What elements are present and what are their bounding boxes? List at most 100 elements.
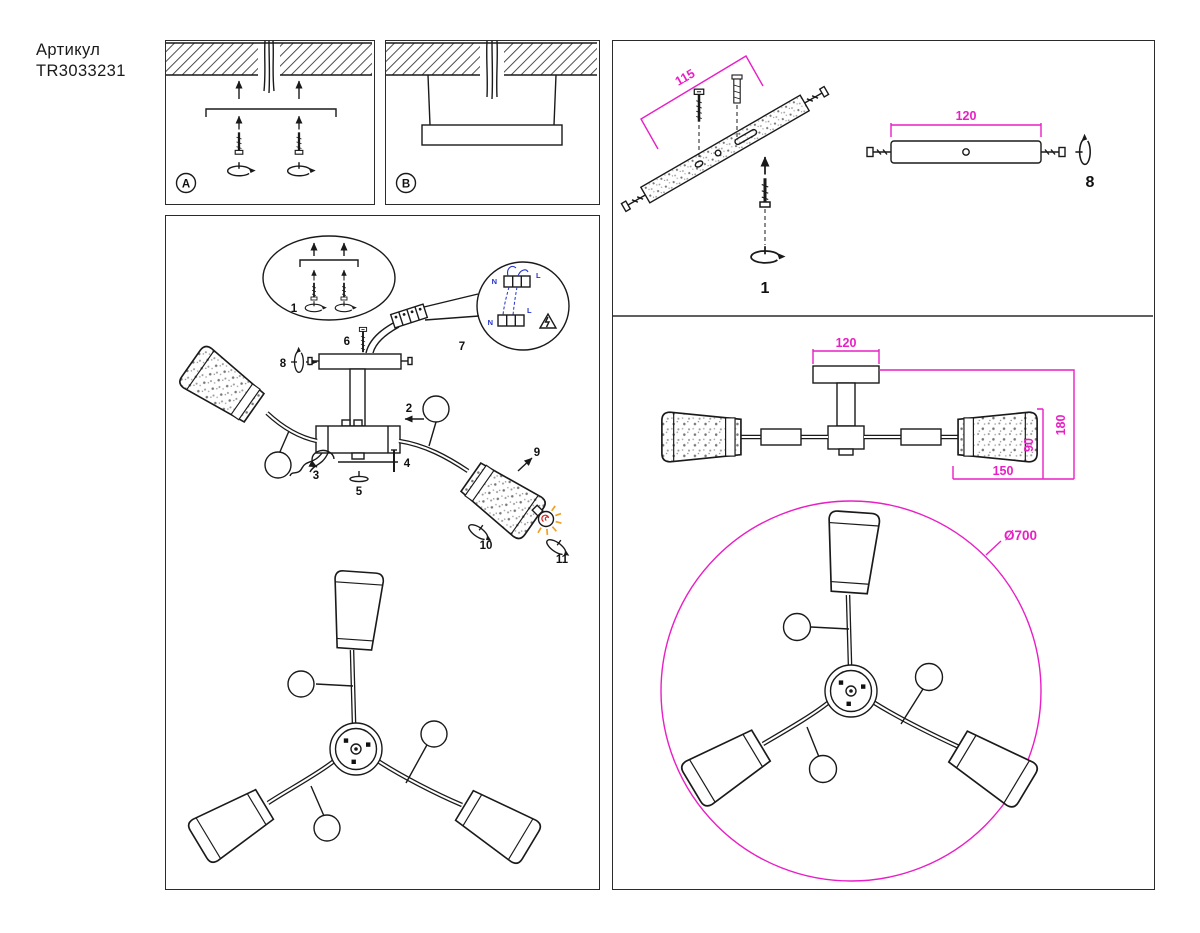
bracket-detail: 1 115 — [620, 55, 830, 297]
rotate-icon — [226, 161, 257, 177]
lampshade-outline — [823, 509, 881, 596]
diameter-leader — [985, 540, 1002, 556]
mounting-plate — [421, 124, 563, 146]
article-number: TR3033231 — [36, 62, 126, 81]
terminal-block — [389, 303, 429, 329]
step-label-10: 10 — [480, 540, 493, 552]
assembled-bottom-view — [185, 569, 544, 867]
step-label-6: 6 — [344, 336, 350, 348]
dim-120-label: 120 — [956, 109, 977, 123]
dim-shade-height-label: 90 — [1022, 438, 1036, 452]
arms — [761, 594, 960, 758]
step-label-turn: 1 — [761, 280, 770, 297]
arms — [266, 649, 463, 817]
dim-shade-width-lines — [952, 466, 1074, 480]
decor-ball — [313, 814, 341, 842]
screw-icon — [235, 116, 243, 154]
dim-height-label: 180 — [1054, 415, 1068, 436]
step-label-plate: 8 — [1086, 174, 1095, 191]
side-screw-icon — [804, 85, 830, 104]
canopy-wires — [365, 321, 400, 354]
anchor-icon — [731, 74, 743, 104]
step-label-4: 4 — [404, 458, 411, 470]
decor-ball — [420, 720, 448, 748]
rotate-icon — [304, 300, 328, 313]
wire-label-l: L — [536, 271, 541, 280]
side-view: 120 180 90 150 — [661, 336, 1075, 480]
rotate-icon — [1074, 132, 1091, 166]
hub-bottom — [329, 722, 383, 776]
arm-sleeve — [760, 428, 802, 446]
right-arm — [398, 421, 470, 473]
lampshade-outline — [944, 724, 1041, 811]
diameter-circle — [660, 500, 1042, 882]
dim-115-label: 115 — [673, 66, 698, 88]
hub-bottom — [824, 664, 878, 718]
mounting-plate — [890, 140, 1042, 164]
step-label-11: 11 — [556, 554, 569, 566]
mains-wires — [263, 41, 275, 94]
decor-ball — [914, 662, 944, 692]
wire-label-n: N — [492, 277, 497, 286]
lampshade — [176, 342, 269, 429]
hub — [827, 425, 865, 450]
dim-height-lines — [879, 369, 1075, 479]
stem — [836, 382, 856, 427]
lampshade — [661, 411, 742, 463]
dim-canopy-label: 120 — [836, 336, 857, 350]
panel-b-badge: B — [395, 172, 417, 194]
dim-shade-width-label: 150 — [993, 464, 1014, 478]
rotate-icon — [334, 300, 358, 313]
bulb-filament-mark — [541, 514, 550, 522]
lampshade-outline — [329, 569, 385, 652]
step-label-8: 8 — [280, 358, 287, 370]
lampshade-outline — [185, 782, 278, 866]
dim-115-lines — [640, 55, 764, 150]
ceiling-bracket — [620, 85, 830, 213]
assembly-drawing: 1 — [176, 235, 575, 867]
mounting-bracket — [205, 108, 337, 117]
pin — [391, 449, 397, 472]
arm-sleeve — [900, 428, 942, 446]
decor-ball — [782, 612, 812, 642]
rotate-icon — [286, 161, 317, 177]
decor-ball — [264, 451, 292, 479]
dim-canopy-lines — [812, 349, 880, 364]
canopy — [307, 353, 413, 370]
rotate-icon — [750, 245, 787, 264]
mounting-reference-bubble: 1 — [262, 235, 396, 321]
decor-ball — [808, 754, 838, 784]
panel-b-letter: B — [402, 179, 410, 191]
panel-a-badge: A — [175, 172, 197, 194]
panel-a-letter: A — [182, 179, 190, 191]
hub-cap — [838, 448, 854, 456]
electric-warning-icon — [538, 312, 558, 329]
decor-ball — [287, 670, 315, 698]
lampshade-outline — [451, 783, 544, 867]
step-label-5: 5 — [356, 486, 363, 498]
suspension-rods — [427, 74, 557, 126]
dim-shade-height-lines — [1037, 408, 1044, 479]
lampshade — [456, 456, 549, 543]
side-screw-icon — [620, 194, 646, 213]
panel-dimensions: 1 115 — [612, 40, 1155, 890]
step-label-9: 9 — [534, 447, 540, 459]
light-bulb — [531, 504, 562, 536]
step-label-7: 7 — [459, 341, 465, 353]
rotate-icon — [290, 346, 304, 373]
screw-icon — [760, 157, 770, 207]
wiring-detail-bubble: N L N L — [476, 261, 570, 351]
top-view: Ø700 — [660, 500, 1042, 882]
article-block: Артикул TR3033231 — [36, 40, 126, 83]
step-label-2: 2 — [406, 403, 412, 415]
anchor-arrows — [235, 80, 303, 99]
article-label: Артикул — [36, 41, 101, 59]
step-label-3: 3 — [313, 470, 319, 482]
screw-icon — [693, 87, 705, 123]
canopy — [812, 365, 880, 384]
dim-diameter-label: Ø700 — [1004, 528, 1037, 543]
tighten-arrow — [308, 449, 335, 468]
plate-detail: 120 8 — [866, 109, 1095, 191]
panel-b-drawing: B — [386, 41, 597, 194]
